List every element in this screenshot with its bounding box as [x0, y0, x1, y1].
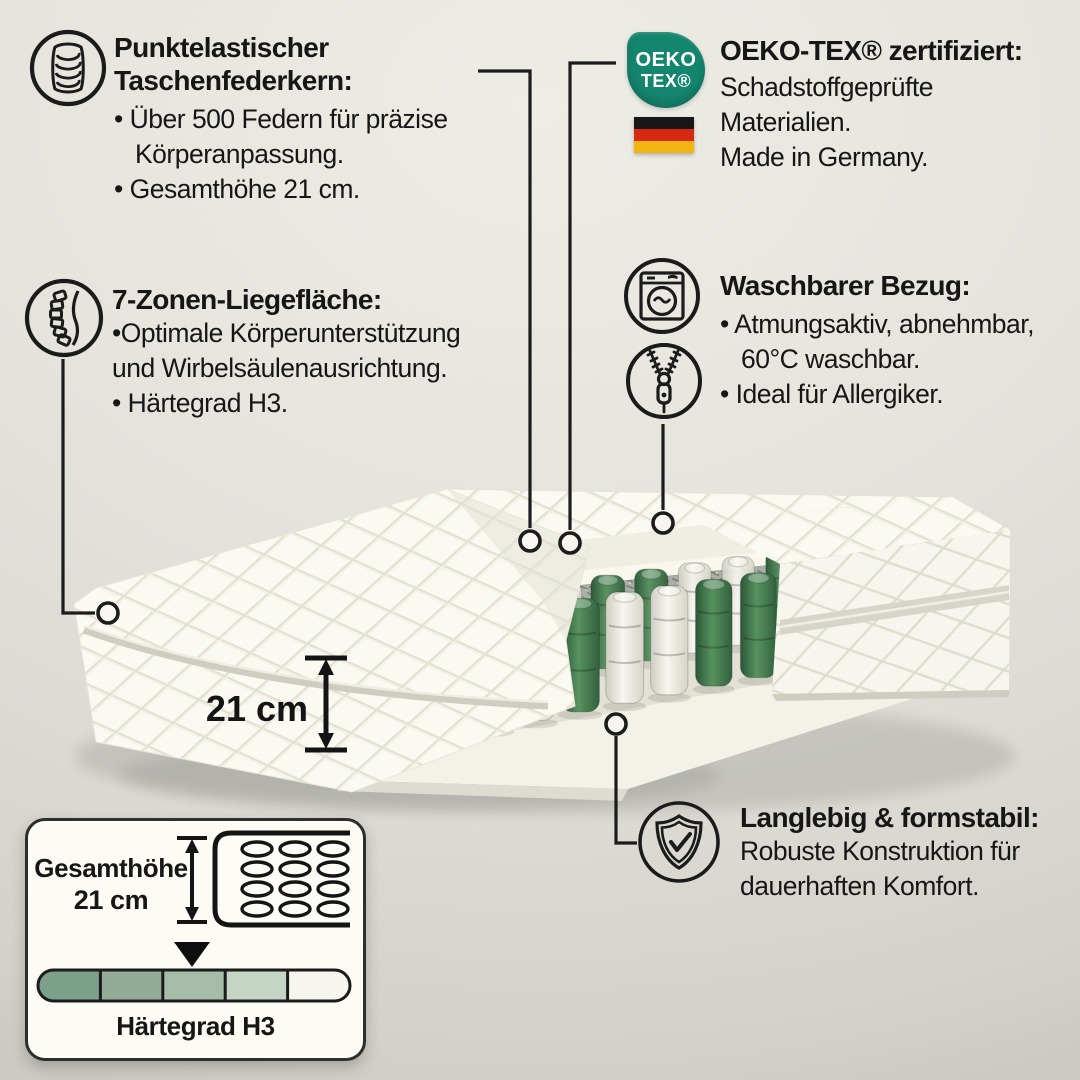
germany-flag-icon — [634, 117, 694, 153]
feature-title: 7-Zonen-Liegefläche: — [112, 284, 382, 315]
feature-zones: 7-Zonen-Liegefläche: •Optimale Körperunt… — [112, 283, 461, 421]
feature-title: Taschenfederkern: — [114, 65, 353, 96]
feature-line: und Wirbelsäulenausrichtung. — [112, 353, 448, 383]
mattress-left-block — [73, 488, 591, 793]
oeko-tex-badge: OEKO TEX® — [627, 32, 705, 108]
feature-oeko: OEKO-TEX® zertifiziert: Schadstoffgeprüf… — [720, 34, 1023, 175]
feature-title: Punktelastischer — [114, 32, 329, 63]
connector-dot — [518, 529, 542, 553]
flag-stripe-gold — [634, 141, 694, 153]
base-foam-lip — [332, 780, 628, 801]
card-coil-springs — [240, 840, 350, 918]
connector-line — [61, 359, 95, 615]
flag-stripe-red — [634, 129, 694, 141]
firmness-scale — [38, 970, 350, 1001]
feature-title: OEKO-TEX® zertifiziert: — [720, 35, 1023, 66]
feature-line: Materialien. — [720, 107, 851, 137]
oeko-badge-label: OEKO — [635, 49, 697, 71]
spec-card-graphics — [36, 830, 352, 1003]
connector-line — [478, 69, 532, 528]
shield-check-icon — [638, 801, 720, 883]
connector-line — [568, 61, 616, 530]
feature-washable: Waschbarer Bezug: • Atmungsaktiv, abnehm… — [720, 269, 1034, 412]
spec-card: Gesamthöhe 21 cm Härtegrad H3 — [25, 818, 366, 1061]
flag-stripe-black — [634, 117, 694, 129]
feature-line: • Über 500 Federn für präzise — [114, 104, 448, 134]
spine-icon — [24, 278, 104, 358]
height-annotation: 21 cm — [206, 655, 347, 753]
feature-pocket-core: Punktelastischer Taschenfederkern: • Übe… — [114, 31, 448, 207]
feature-line: Robuste Konstruktion für — [740, 836, 1020, 866]
feature-line: • Ideal für Allergiker. — [720, 379, 944, 409]
washing-machine-icon — [624, 258, 700, 334]
feature-line: Schadstoffgeprüfte — [720, 72, 933, 102]
feature-line: Made in Germany. — [720, 142, 929, 172]
firmness-pointer — [174, 942, 210, 967]
coil-spring-icon — [29, 29, 107, 107]
feature-line: 60°C waschbar. — [741, 344, 920, 374]
connector-line — [614, 736, 637, 845]
card-height-value: 21 cm — [73, 885, 149, 915]
feature-line: • Atmungsaktiv, abnehmbar, — [720, 309, 1034, 339]
zipper-icon — [626, 343, 702, 419]
connector-dot — [651, 511, 675, 535]
card-firmness-label: Härtegrad H3 — [116, 1011, 275, 1041]
connector-dot — [558, 531, 582, 555]
connector-lines — [61, 61, 675, 845]
feature-line: •Optimale Körperunterstützung — [112, 318, 461, 348]
oeko-badge-label: TEX® — [640, 71, 692, 91]
card-height-arrow — [177, 836, 207, 924]
zipper-line — [82, 626, 549, 710]
feature-title: Langlebig & formstabil: — [740, 802, 1039, 833]
feature-line: • Härtegrad H3. — [112, 388, 288, 418]
feature-durable: Langlebig & formstabil: Robuste Konstruk… — [740, 801, 1039, 904]
connector-dot — [604, 712, 628, 736]
firmness-scale-outline — [36, 968, 352, 1003]
height-label: 21 cm — [206, 688, 308, 729]
connector-dot — [96, 601, 120, 625]
feature-title: Waschbarer Bezug: — [720, 270, 971, 301]
feature-line: • Gesamthöhe 21 cm. — [114, 174, 360, 204]
card-height-title: Gesamthöhe — [34, 853, 188, 883]
feature-line: Körperanpassung. — [135, 139, 344, 169]
mattress-right-block — [700, 497, 1010, 701]
feature-line: dauerhaften Komfort. — [740, 871, 979, 901]
